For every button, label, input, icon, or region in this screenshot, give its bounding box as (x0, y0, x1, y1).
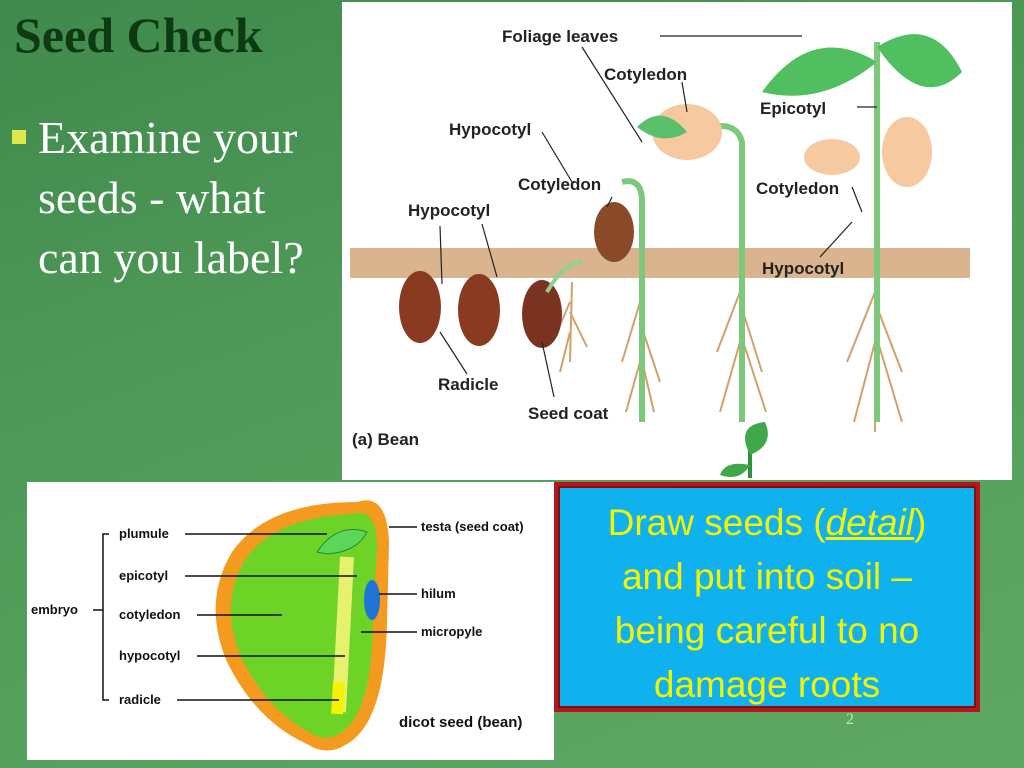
bean-seed-1 (399, 271, 441, 343)
label-hilum: hilum (421, 586, 456, 601)
label-cotyledon-mid: Cotyledon (518, 175, 601, 194)
callout-line-4: damage roots (653, 664, 881, 705)
callout-line1-pre: Draw seeds ( (607, 502, 826, 543)
label-hypocotyl: hypocotyl (119, 648, 180, 663)
label-hypocotyl-top: Hypocotyl (449, 120, 531, 139)
hilum-shape (364, 580, 380, 620)
dicot-seed-diagram: embryo plumule epicotyl cotyledon hypoco… (27, 482, 554, 760)
label-plumule: plumule (119, 526, 169, 541)
label-embryo: embryo (31, 602, 78, 617)
bean-diagram-svg: Foliage leaves Cotyledon Hypocotyl Cotyl… (350, 27, 970, 449)
label-micropyle: micropyle (421, 624, 482, 639)
label-radicle: Radicle (438, 375, 498, 394)
label-cotyledon-top: Cotyledon (604, 65, 687, 84)
label-testa: testa (seed coat) (421, 519, 524, 534)
label-seed-coat: Seed coat (528, 404, 609, 423)
label-cotyledon-right: Cotyledon (756, 179, 839, 198)
callout-line-1: Draw seeds (detail) (558, 496, 976, 550)
caption-dicot-seed: dicot seed (bean) (399, 714, 522, 731)
slide-title: Seed Check (14, 7, 263, 63)
bean-seed-2 (458, 274, 500, 346)
label-epicotyl: epicotyl (119, 568, 168, 583)
label-hypocotyl-left: Hypocotyl (408, 201, 490, 220)
soil-surface (350, 248, 970, 278)
bullet-marker-icon (12, 130, 26, 144)
bullet-text: Examine your seeds - what can you label? (38, 112, 304, 283)
page-number: 2 (846, 711, 854, 728)
sprout-decoration-icon (720, 422, 768, 478)
label-epicotyl: Epicotyl (760, 99, 826, 118)
callout-emphasis: detail (825, 502, 915, 543)
callout-line1-post: ) (914, 502, 927, 543)
callout-line-2: and put into soil – (621, 556, 913, 597)
label-radicle: radicle (119, 692, 161, 707)
bullet-point: Examine your seeds - what can you label? (10, 108, 320, 288)
label-cotyledon: cotyledon (119, 607, 180, 622)
seed-diagram-svg: embryo plumule epicotyl cotyledon hypoco… (31, 500, 524, 751)
label-hypocotyl-right: Hypocotyl (762, 259, 844, 278)
callout-line-3: being careful to no (614, 610, 920, 651)
bean-seed-3 (522, 280, 562, 348)
label-foliage-leaves: Foliage leaves (502, 27, 618, 46)
bean-germination-diagram: Foliage leaves Cotyledon Hypocotyl Cotyl… (342, 2, 1012, 480)
instruction-callout: Draw seeds (detail) and put into soil – … (554, 482, 980, 712)
caption-bean: (a) Bean (352, 430, 419, 449)
